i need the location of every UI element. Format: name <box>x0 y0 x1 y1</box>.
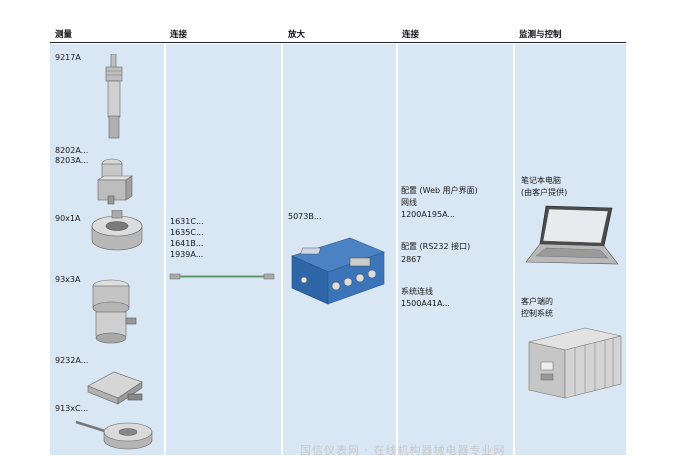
laptop-label-1: 笔记本电脑 <box>521 176 561 185</box>
sensor-9232a-image <box>87 371 143 405</box>
sensor-label-8203a: 8203A... <box>55 156 89 165</box>
sensor-9217a-image <box>105 54 123 139</box>
laptop-image <box>525 205 619 265</box>
control-system-label-1: 客户端的 <box>521 297 553 306</box>
system-wiring-title: 系统连线 <box>401 287 433 296</box>
header-monitor-control: 监测与控制 <box>519 30 562 40</box>
sensor-90x1a-image <box>91 210 143 251</box>
config-web-title: 配置 (Web 用户界面) <box>401 186 478 195</box>
header-measure: 测量 <box>55 30 73 40</box>
sensor-label-90x1a: 90x1A <box>55 214 81 223</box>
config-web-part: 1200A195A... <box>401 210 456 219</box>
watermark: 国信仪表网 · 在线机构器械电器专业网 <box>300 444 506 457</box>
config-rs232-title: 配置 (RS232 接口) <box>401 242 471 251</box>
cable-label-1939a: 1939A... <box>170 250 204 259</box>
cable-image <box>169 273 275 280</box>
sensor-913xc-image <box>75 420 153 450</box>
system-wiring-part: 1500A41A... <box>401 299 450 308</box>
cable-label-1641b: 1641B... <box>170 239 204 248</box>
config-rs232-part: 2867 <box>401 255 422 264</box>
amplifier-5073b-image <box>291 237 385 305</box>
sensor-93x3a-image <box>92 279 137 344</box>
cable-label-1635c: 1635C... <box>170 228 204 237</box>
sensor-label-9217a: 9217A <box>55 53 81 62</box>
header-connect-2: 连接 <box>402 30 420 40</box>
column-connect-2 <box>398 44 513 455</box>
header-connect-1: 连接 <box>170 30 188 40</box>
sensor-label-913xc: 913xC... <box>55 404 89 413</box>
sensor-label-9232a: 9232A... <box>55 356 89 365</box>
cable-label-1631c: 1631C... <box>170 217 204 226</box>
control-system-label-2: 控制系统 <box>521 309 553 318</box>
laptop-label-2: (由客户提供) <box>521 188 568 197</box>
column-connect-1 <box>166 44 281 455</box>
amplifier-label: 5073B... <box>288 212 322 221</box>
sensor-label-8202a: 8202A... <box>55 146 89 155</box>
config-web-cable: 网线 <box>401 198 417 207</box>
control-system-image <box>528 327 622 399</box>
header-amplify: 放大 <box>288 30 306 40</box>
sensor-8202a-image <box>97 158 133 205</box>
sensor-label-93x3a: 93x3A <box>55 275 81 284</box>
header-rule <box>50 42 626 43</box>
